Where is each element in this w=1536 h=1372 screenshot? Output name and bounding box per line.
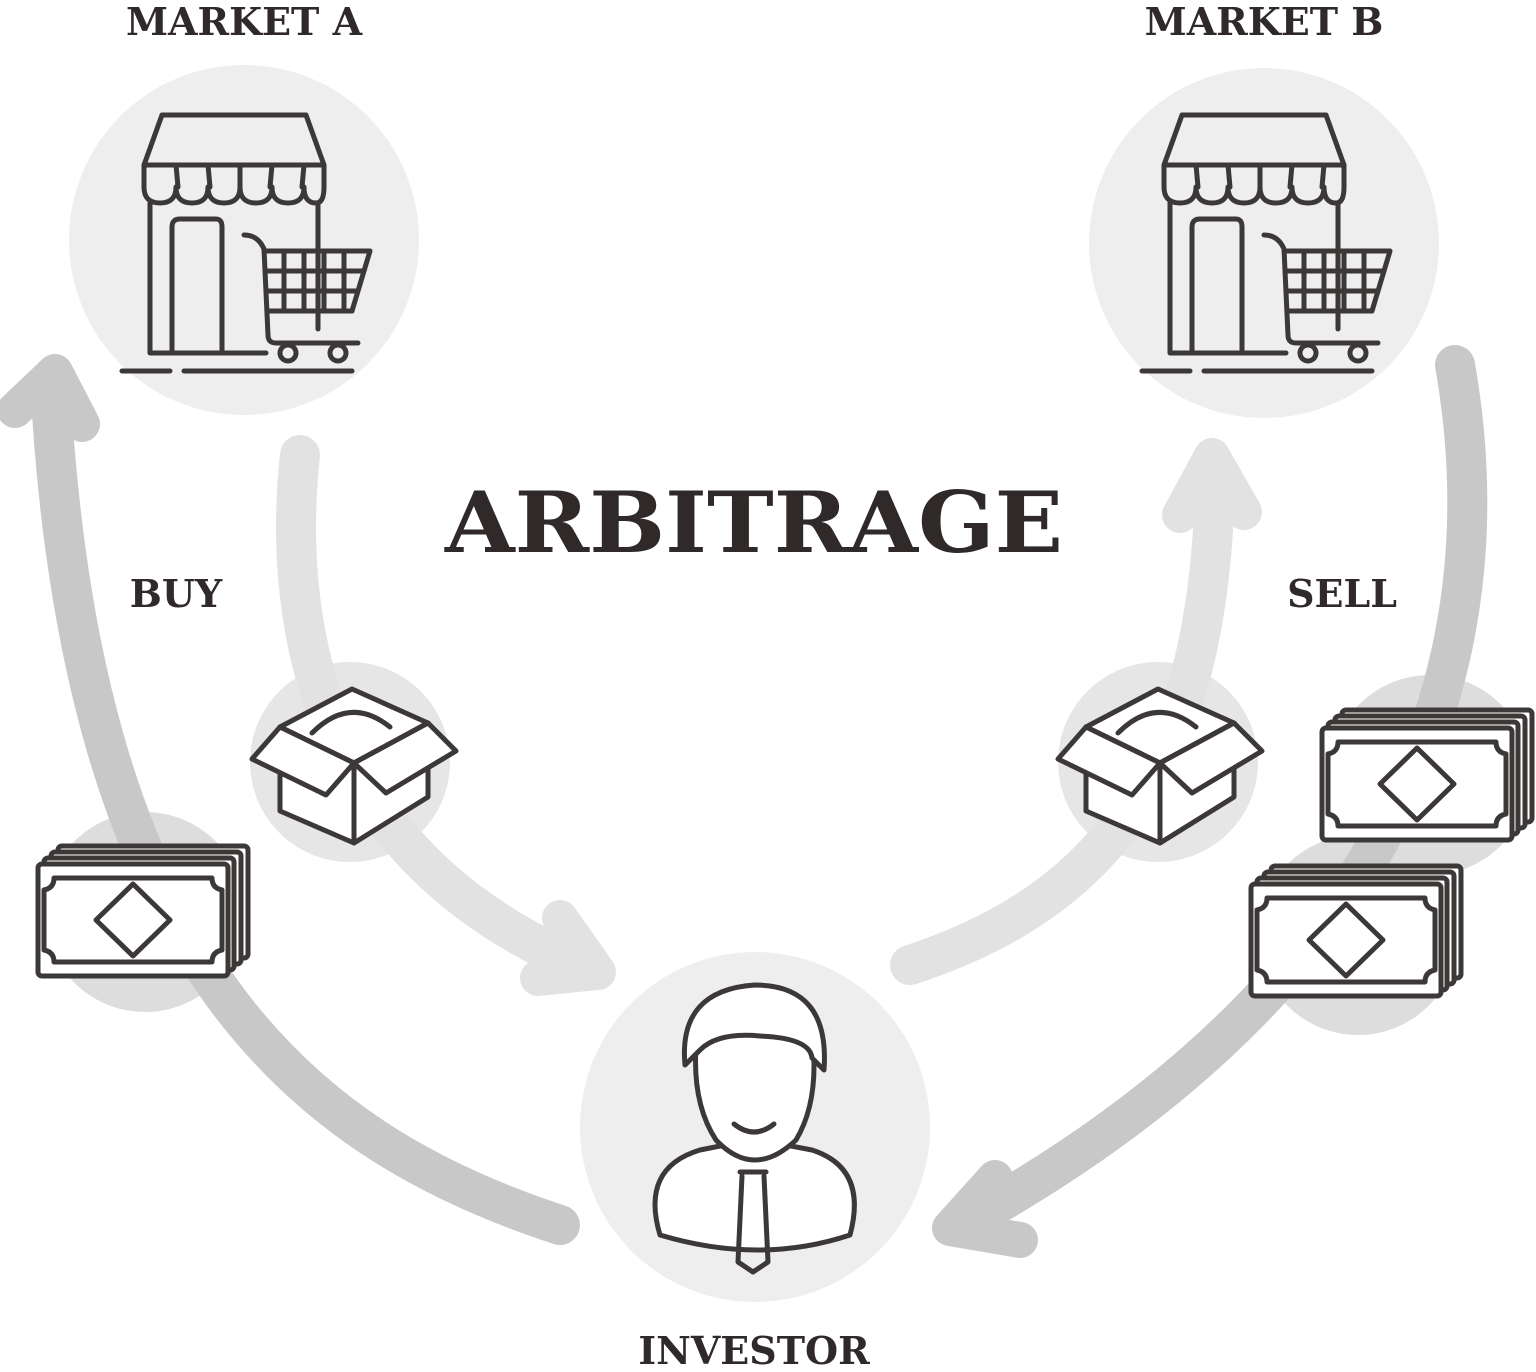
investor-label: INVESTOR — [638, 1328, 870, 1372]
investor-person-icon — [652, 982, 857, 1275]
arrow-investor-to-market-b-head — [1162, 438, 1262, 533]
sell-label: SELL — [1287, 571, 1397, 616]
sell-cash-icon-bottom — [1251, 866, 1461, 996]
page-title: ARBITRAGE — [444, 473, 1063, 572]
arrow-investor-to-market-a-head — [0, 354, 100, 442]
market-a-circle — [69, 65, 419, 415]
buy-cash-icon — [38, 846, 248, 976]
market-b-circle — [1089, 68, 1439, 418]
flow-arrows — [0, 345, 1488, 1258]
buy-label: BUY — [130, 571, 223, 616]
market-a-label: MARKET A — [126, 0, 363, 44]
arrow-investor-to-market-a — [30, 360, 580, 1245]
arrow-market-a-to-investor-head — [520, 900, 616, 996]
sell-cash-icon-top — [1322, 710, 1532, 840]
market-b-label: MARKET B — [1145, 0, 1384, 44]
arrow-market-b-to-investor-head — [932, 1160, 1038, 1258]
